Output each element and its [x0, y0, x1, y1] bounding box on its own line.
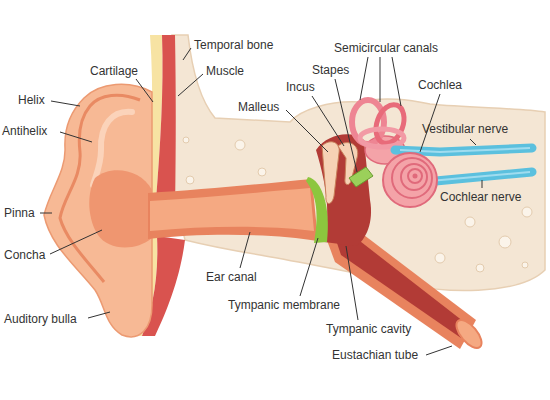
leader-line	[40, 213, 52, 214]
part-label: Concha	[4, 248, 45, 262]
concha	[89, 170, 152, 247]
leader-line	[312, 96, 344, 146]
part-label: Cochlea	[418, 78, 462, 92]
leader-line	[346, 246, 358, 320]
leader-line	[360, 57, 368, 100]
part-label: Semicircular canals	[334, 41, 438, 55]
pinna	[44, 84, 152, 337]
leader-line	[60, 132, 92, 142]
semicircular-canal	[360, 129, 404, 147]
leader-line	[380, 57, 381, 102]
leader-line	[426, 346, 452, 355]
cochlear-nerve	[425, 172, 532, 182]
cochlea-apex	[413, 174, 418, 179]
cochlear-nerve-fibre	[430, 172, 530, 181]
bone-pore	[476, 264, 484, 272]
part-label: Incus	[286, 80, 315, 94]
leader-line	[300, 238, 318, 296]
bone-pore	[465, 217, 475, 227]
leader-line	[392, 57, 401, 106]
leader-line	[51, 101, 80, 106]
leader-line	[470, 139, 476, 145]
eustachian-tube	[325, 232, 476, 349]
cochlea-turn	[408, 169, 422, 183]
vestibular-nerve-fibre	[400, 148, 530, 152]
vestibular-nerve	[395, 148, 532, 152]
ear-canal	[148, 179, 318, 241]
leader-line	[88, 312, 110, 318]
tympanic-membrane	[306, 177, 328, 243]
part-label: Tympanic membrane	[228, 298, 340, 312]
leader-line	[50, 230, 102, 254]
bone-pore	[258, 168, 266, 176]
part-label: Cartilage	[90, 64, 138, 78]
bone-pore	[183, 137, 189, 143]
part-label: Stapes	[312, 63, 349, 77]
part-label: Helix	[18, 93, 45, 107]
leader-line	[240, 232, 250, 268]
part-label: Pinna	[4, 206, 35, 220]
leader-line	[183, 48, 191, 60]
part-label: Ear canal	[206, 270, 257, 284]
bone-pore	[235, 140, 245, 150]
bone-pore	[186, 176, 194, 184]
part-label: Cochlear nerve	[440, 190, 521, 204]
part-label: Temporal bone	[194, 38, 273, 52]
part-label: Antihelix	[2, 124, 47, 138]
part-label: Malleus	[238, 100, 279, 114]
bone-pore	[499, 236, 511, 248]
stapes	[349, 167, 373, 187]
leader-line	[286, 110, 328, 152]
part-label: Eustachian tube	[332, 348, 418, 362]
cochlea	[383, 153, 437, 207]
part-label: Tympanic cavity	[326, 322, 411, 336]
leader-lines	[40, 48, 482, 355]
bone-pore	[435, 253, 445, 263]
part-label: Muscle	[206, 64, 244, 78]
muscle-band	[156, 35, 176, 200]
cochlea-turn	[401, 164, 427, 190]
leader-line	[136, 79, 153, 102]
cochlea-turn	[392, 158, 432, 198]
eustachian-tube-opening	[452, 316, 486, 352]
leader-line	[482, 180, 483, 188]
part-label: Vestibular nerve	[422, 122, 508, 136]
bone-pore	[522, 207, 532, 217]
leader-line	[178, 74, 203, 96]
bone-pore	[522, 262, 528, 268]
malleus	[322, 142, 339, 204]
leader-line	[335, 79, 357, 172]
ear-canal-inner	[150, 188, 314, 231]
part-label: Auditory bulla	[4, 312, 77, 326]
